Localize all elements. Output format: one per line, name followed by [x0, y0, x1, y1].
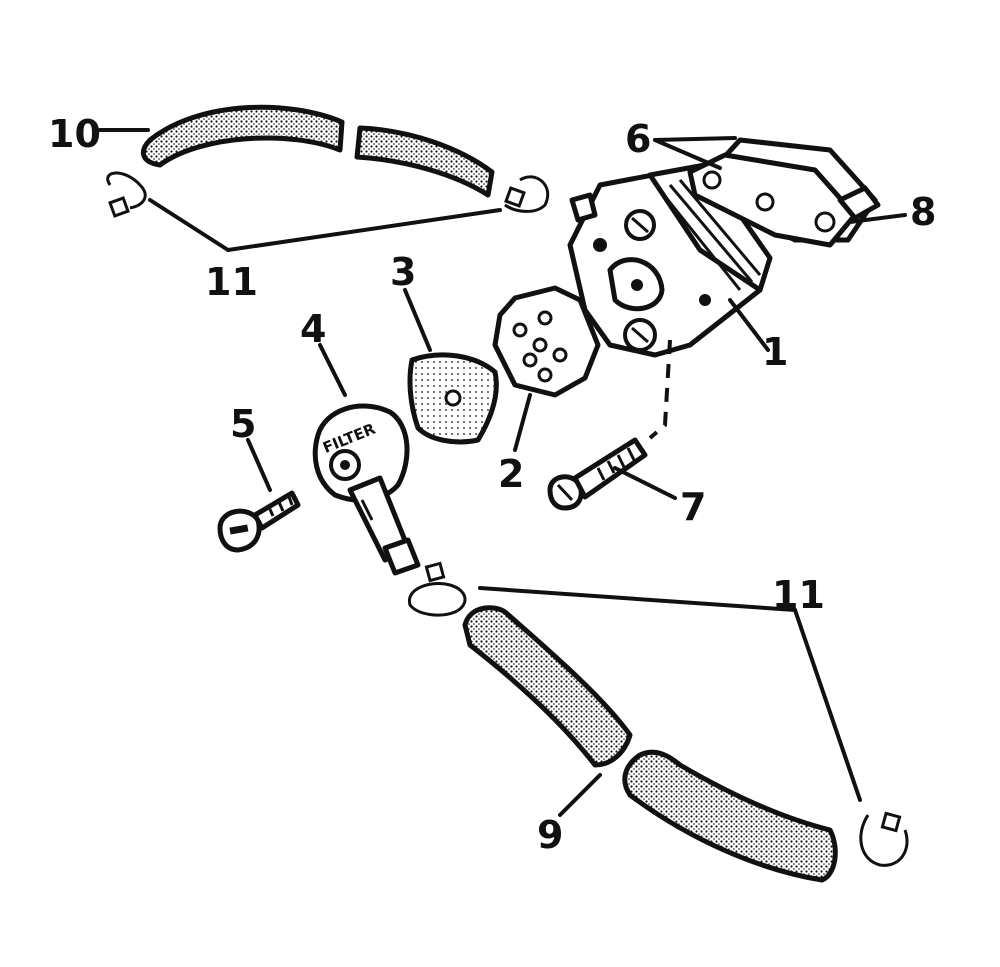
pump-cover-plates — [687, 137, 878, 248]
callout-9: 9 — [537, 813, 563, 857]
filter-cover: FILTER — [312, 403, 421, 576]
upper-fuel-hose — [141, 104, 495, 198]
callout-5: 5 — [230, 402, 256, 446]
filter-screen — [407, 352, 499, 445]
lower-fuel-hose — [462, 605, 838, 883]
callout-2: 2 — [498, 452, 524, 496]
filter-cover-screw — [217, 490, 301, 553]
callout-1: 1 — [762, 330, 788, 374]
lower-hose-clamp-right — [859, 811, 909, 867]
fuel-pump-body — [567, 162, 773, 358]
leader-lines — [98, 128, 907, 817]
callout-6: 6 — [625, 117, 651, 161]
pump-gasket — [492, 285, 601, 398]
upper-hose-clamp-right — [504, 175, 550, 213]
callout-11-top: 11 — [205, 260, 258, 304]
upper-hose-clamp-left — [106, 171, 147, 218]
callout-4: 4 — [300, 307, 326, 351]
pump-mounting-screw — [547, 437, 648, 511]
callout-3: 3 — [390, 250, 416, 294]
lower-hose-clamp-left — [407, 561, 467, 617]
pump-cover-screw — [837, 185, 881, 221]
callout-11-bottom: 11 — [772, 573, 825, 617]
callout-7: 7 — [680, 485, 706, 529]
callout-10: 10 — [48, 112, 101, 156]
callout-8: 8 — [910, 190, 936, 234]
